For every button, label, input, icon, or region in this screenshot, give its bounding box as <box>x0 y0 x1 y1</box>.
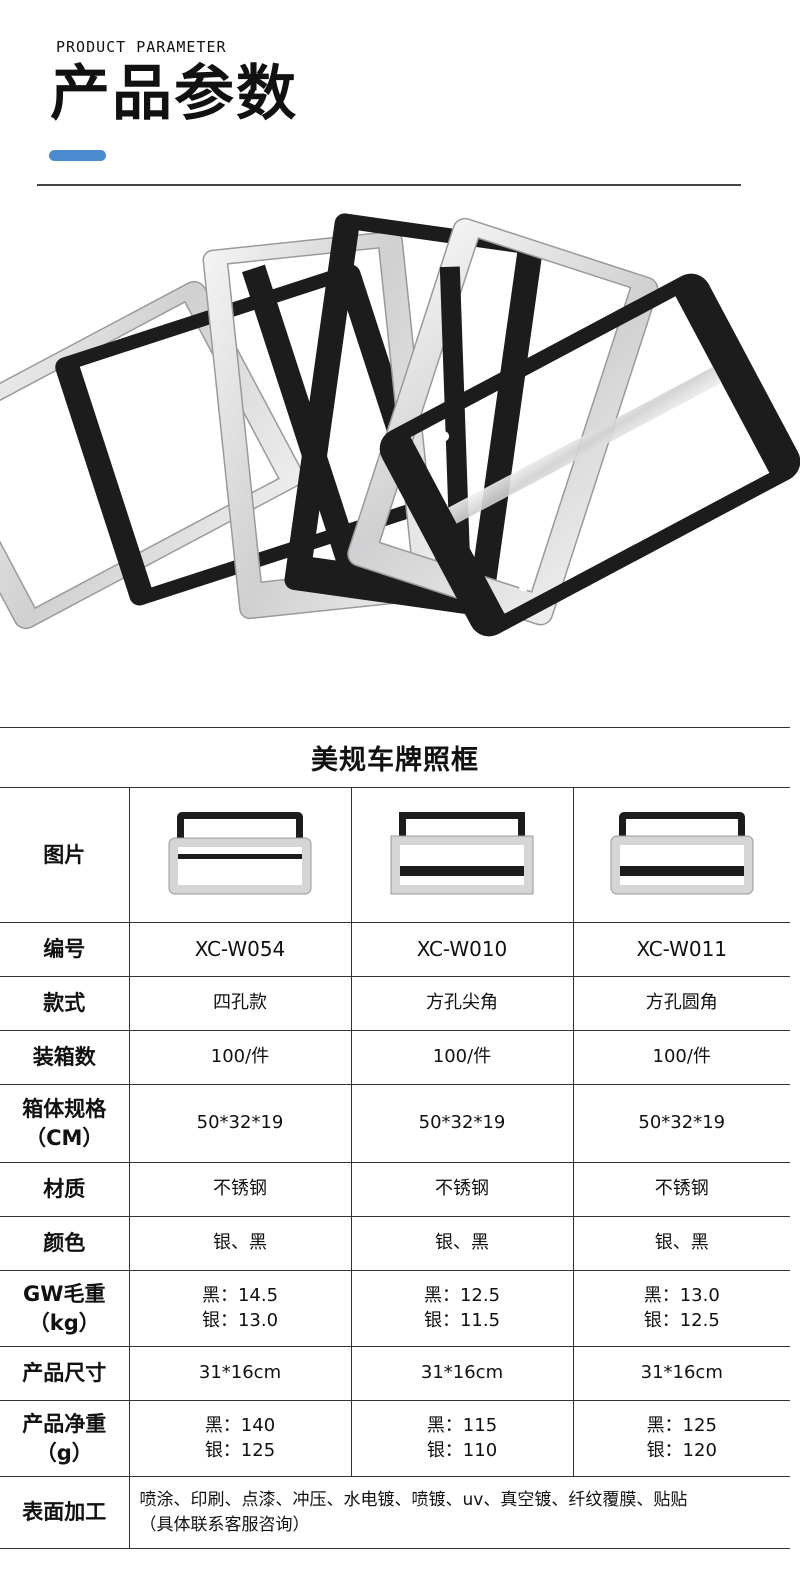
table-cell: 银、黑 <box>572 1216 790 1271</box>
hero-product-image <box>0 213 800 637</box>
cell-line: 银：12.5 <box>643 1309 720 1331</box>
table-cell: 方孔尖角 <box>350 976 574 1031</box>
table-cell: 31*16cm <box>350 1346 574 1401</box>
table-cell: 方孔圆角 <box>572 976 790 1031</box>
cell-line: 黑：140 <box>204 1415 276 1437</box>
row-label-line: 产品净重 <box>22 1412 107 1437</box>
cell-line: 喷涂、印刷、点漆、冲压、水电镀、喷镀、uv、真空镀、纤纹覆膜、贴贴 <box>139 1489 688 1510</box>
table-row: 款式 四孔款 方孔尖角 方孔圆角 <box>0 976 790 1031</box>
table-cell: 不锈钢 <box>572 1162 790 1217</box>
cell-line: 银：120 <box>646 1439 717 1461</box>
table-row: 产品尺寸 31*16cm 31*16cm 31*16cm <box>0 1346 790 1401</box>
cell-line: 银：13.0 <box>201 1309 279 1331</box>
table-cell: 31*16cm <box>128 1346 352 1401</box>
table-cell: 50*32*19 <box>350 1084 574 1163</box>
row-label: 产品净重 （g） <box>0 1400 130 1477</box>
row-label: 箱体规格 （CM） <box>0 1084 130 1163</box>
row-label: 表面加工 <box>0 1476 130 1549</box>
table-row: 图片 <box>0 787 790 923</box>
table-cell: 100/件 <box>350 1030 574 1085</box>
table-cell: XC-W011 <box>572 922 790 977</box>
frame-thumb-image <box>390 812 534 895</box>
table-row: 表面加工 喷涂、印刷、点漆、冲压、水电镀、喷镀、uv、真空镀、纤纹覆膜、贴贴 （… <box>0 1476 790 1549</box>
row-label: 装箱数 <box>0 1030 130 1085</box>
subtitle-en: PRODUCT PARAMETER <box>56 38 227 56</box>
table-cell: 50*32*19 <box>128 1084 352 1163</box>
table-cell: 50*32*19 <box>572 1084 790 1163</box>
cell-line: 银：125 <box>204 1439 276 1461</box>
cell-line: 黑：13.0 <box>643 1285 720 1307</box>
product-thumb-3 <box>572 787 790 923</box>
row-label-line: GW毛重 <box>23 1282 106 1307</box>
product-thumb-1 <box>128 787 352 923</box>
frame-thumb-image <box>610 812 754 895</box>
row-label-line: （kg） <box>28 1310 100 1335</box>
table-row: 颜色 银、黑 银、黑 银、黑 <box>0 1216 790 1271</box>
table-caption: 美规车牌照框 <box>0 727 790 788</box>
row-label-line: 箱体规格 <box>22 1097 107 1122</box>
table-cell: 四孔款 <box>128 976 352 1031</box>
table-row: 编号 XC-W054 XC-W010 XC-W011 <box>0 922 790 977</box>
row-label-line: （g） <box>35 1440 93 1465</box>
table-caption-row: 美规车牌照框 <box>0 727 790 788</box>
frame-thumb-image <box>168 812 312 895</box>
row-label: 编号 <box>0 922 130 977</box>
cell-line: 黑：125 <box>646 1415 717 1437</box>
product-thumb-2 <box>350 787 574 923</box>
row-label-line: （CM） <box>25 1125 104 1150</box>
page-title: 产品参数 <box>50 59 298 129</box>
table-cell: XC-W010 <box>350 922 574 977</box>
row-label: 图片 <box>0 787 130 923</box>
row-label: GW毛重 （kg） <box>0 1270 130 1347</box>
cell-line: 黑：115 <box>426 1415 498 1437</box>
table-cell: 31*16cm <box>572 1346 790 1401</box>
table-cell: 100/件 <box>572 1030 790 1085</box>
table-cell: 不锈钢 <box>350 1162 574 1217</box>
spec-table: 美规车牌照框 图片 编号 XC-W054 <box>0 727 790 1549</box>
table-row: 箱体规格 （CM） 50*32*19 50*32*19 50*32*19 <box>0 1084 790 1163</box>
surface-finish-cell: 喷涂、印刷、点漆、冲压、水电镀、喷镀、uv、真空镀、纤纹覆膜、贴贴 （具体联系客… <box>128 1476 790 1549</box>
row-label: 材质 <box>0 1162 130 1217</box>
table-cell: 银、黑 <box>350 1216 574 1271</box>
table-cell: 100/件 <box>128 1030 352 1085</box>
row-label: 颜色 <box>0 1216 130 1271</box>
cell-line: 银：11.5 <box>423 1309 501 1331</box>
table-row: 材质 不锈钢 不锈钢 不锈钢 <box>0 1162 790 1217</box>
table-cell: 不锈钢 <box>128 1162 352 1217</box>
cell-line: （具体联系客服咨询） <box>139 1514 310 1535</box>
row-label: 产品尺寸 <box>0 1346 130 1401</box>
cell-line: 银：110 <box>426 1439 498 1461</box>
row-label: 款式 <box>0 976 130 1031</box>
cell-line: 黑：12.5 <box>423 1285 501 1307</box>
table-cell: 银、黑 <box>128 1216 352 1271</box>
table-row: 装箱数 100/件 100/件 100/件 <box>0 1030 790 1085</box>
header-divider <box>37 184 741 186</box>
accent-bar <box>49 150 106 161</box>
table-cell: XC-W054 <box>128 922 352 977</box>
cell-line: 黑：14.5 <box>201 1285 279 1307</box>
